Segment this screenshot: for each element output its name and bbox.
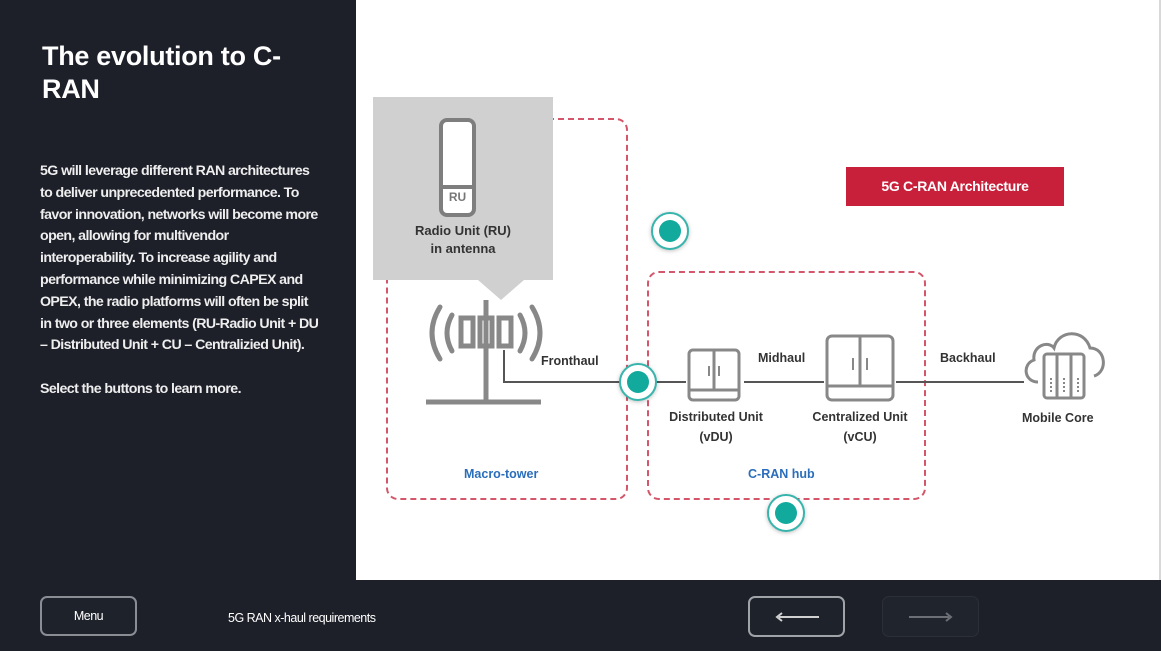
instruction-text: Select the buttons to learn more. (40, 381, 242, 398)
description: 5G will leverage different RAN architect… (40, 161, 320, 401)
ru-card-label: Radio Unit (RU) in antenna (373, 222, 553, 258)
antenna-tower-icon (426, 300, 543, 405)
ru-label-line1: Radio Unit (RU) (414, 223, 512, 238)
architecture-badge: 5G C-RAN Architecture (846, 167, 1064, 206)
hotspot-cran-hub-button[interactable] (767, 494, 805, 532)
description-paragraph: 5G will leverage different RAN architect… (40, 163, 319, 354)
ru-label-line2: in antenna (430, 241, 496, 256)
section-title: 5G RAN x-haul requirements (228, 611, 376, 625)
du-label-line2: (vDU) (699, 430, 733, 444)
cu-label-line2: (vCU) (843, 430, 877, 444)
footer-bar: Menu 5G RAN x-haul requirements (0, 580, 1161, 651)
mobile-core-label: Mobile Core (1022, 411, 1094, 425)
fronthaul-label: Fronthaul (541, 354, 599, 368)
mobile-core-cloud-icon (1024, 332, 1105, 400)
macro-tower-label: Macro-tower (464, 467, 539, 481)
previous-button[interactable] (748, 596, 845, 637)
distributed-unit-icon (687, 348, 741, 402)
backhaul-label: Backhaul (940, 351, 996, 365)
cu-label: Centralized Unit (vCU) (800, 407, 920, 447)
stage-edge (1159, 0, 1161, 580)
du-label: Distributed Unit (vDU) (656, 407, 776, 447)
ru-icon-text: RU (448, 190, 467, 204)
menu-button[interactable]: Menu (40, 596, 137, 636)
next-button[interactable] (882, 596, 979, 637)
fronthaul-line-vertical (503, 350, 505, 382)
arrow-right-icon (908, 611, 953, 622)
backhaul-line (896, 381, 1024, 383)
page-title: The evolution to C-RAN (42, 41, 281, 104)
fronthaul-to-du-line (656, 381, 686, 383)
fronthaul-line (503, 381, 623, 383)
arrow-left-icon (774, 611, 819, 622)
left-panel: The evolution to C-RAN 5G will leverage … (0, 0, 356, 580)
midhaul-label: Midhaul (758, 351, 806, 365)
midhaul-line (744, 381, 824, 383)
hotspot-fronthaul-button[interactable] (619, 363, 657, 401)
hotspot-ru-button[interactable] (651, 212, 689, 250)
du-label-line1: Distributed Unit (669, 410, 763, 424)
ru-info-card: RU Radio Unit (RU) in antenna (373, 97, 553, 300)
centralized-unit-icon (825, 334, 895, 402)
cu-label-line1: Centralized Unit (812, 410, 908, 424)
diagram-stage: RU Radio Unit (RU) in antenna Fronthaul … (356, 0, 1161, 580)
cran-hub-label: C-RAN hub (748, 467, 815, 481)
radio-unit-icon (439, 118, 476, 217)
